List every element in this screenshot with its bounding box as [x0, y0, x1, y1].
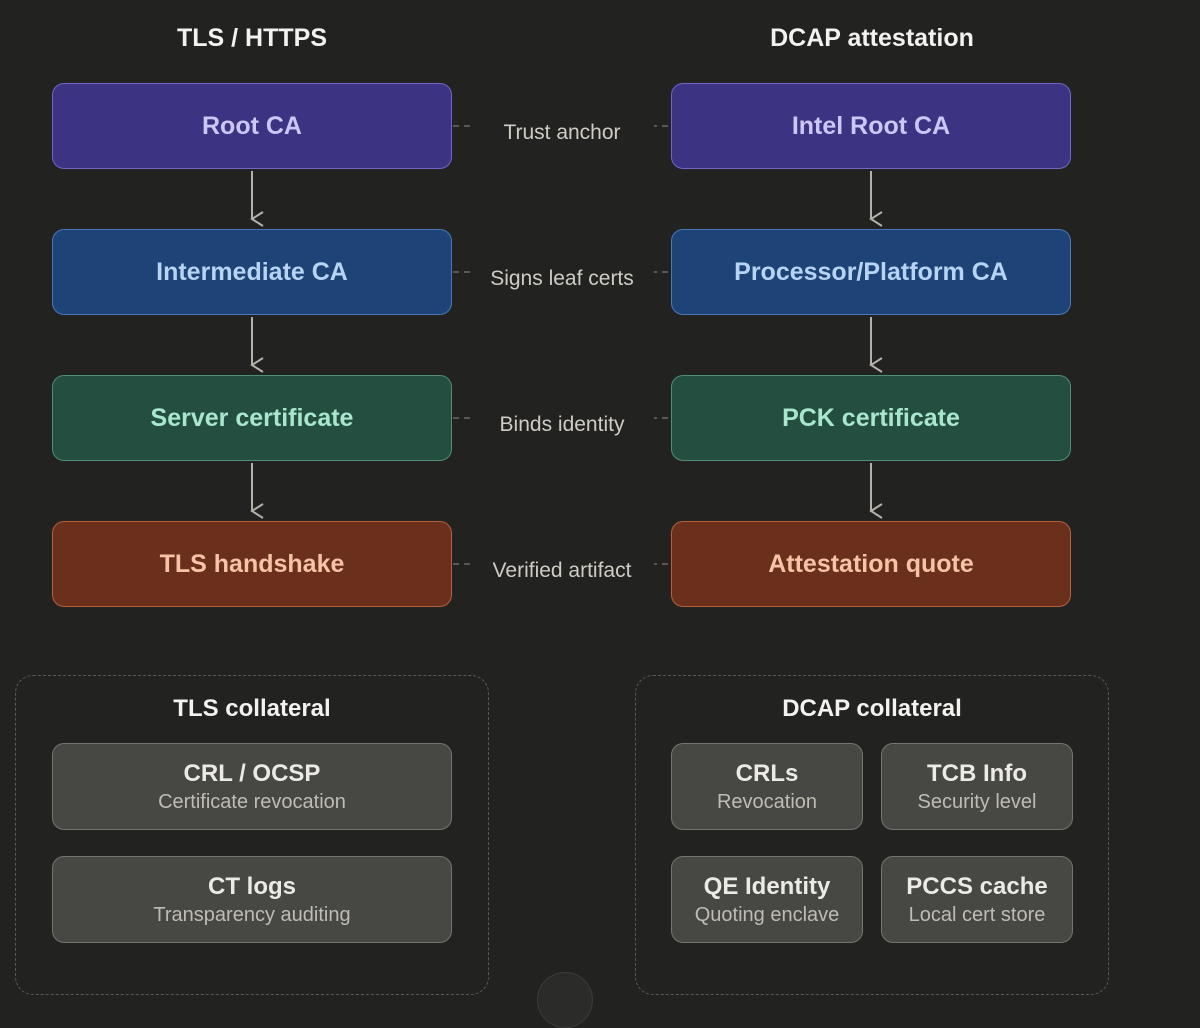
dcap-collateral-title: DCAP collateral [782, 695, 962, 722]
tls-intermediate-ca-node: Intermediate CA [52, 229, 452, 315]
dcap-collateral-crls: CRLs Revocation [671, 743, 863, 830]
dcap-collateral-tcb-info: TCB Info Security level [881, 743, 1073, 830]
dcap-collateral-pccs-cache: PCCS cache Local cert store [881, 856, 1073, 943]
collateral-item-subtitle: Local cert store [908, 903, 1046, 926]
tls-collateral-ct-logs: CT logs Transparency auditing [52, 856, 452, 943]
collateral-item-subtitle: Security level [917, 790, 1037, 813]
dcap-column-title: DCAP attestation [770, 24, 974, 52]
tls-root-ca-node: Root CA [52, 83, 452, 169]
collateral-item-subtitle: Certificate revocation [158, 790, 346, 813]
collateral-item-title: TCB Info [927, 759, 1027, 787]
tls-collateral-title: TLS collateral [173, 695, 331, 722]
collateral-item-title: QE Identity [703, 872, 831, 900]
dcap-platform-ca-node: Processor/Platform CA [671, 229, 1071, 315]
collateral-item-title: PCCS cache [906, 872, 1048, 900]
collateral-item-title: CRL / OCSP [183, 759, 321, 787]
collateral-item-subtitle: Revocation [716, 790, 818, 813]
dcap-attestation-quote-node: Attestation quote [671, 521, 1071, 607]
tls-handshake-node: TLS handshake [52, 521, 452, 607]
dcap-intel-root-ca-node: Intel Root CA [671, 83, 1071, 169]
link-label-verified-artifact: Verified artifact [470, 557, 654, 585]
dcap-collateral-qe-identity: QE Identity Quoting enclave [671, 856, 863, 943]
tls-server-certificate-node: Server certificate [52, 375, 452, 461]
tls-collateral-crl-ocsp: CRL / OCSP Certificate revocation [52, 743, 452, 830]
collateral-item-subtitle: Transparency auditing [153, 903, 351, 926]
collateral-item-title: CRLs [735, 759, 799, 787]
collateral-item-subtitle: Quoting enclave [694, 903, 840, 926]
tls-column-title: TLS / HTTPS [177, 24, 327, 52]
link-label-binds-identity: Binds identity [470, 411, 654, 439]
scroll-handle[interactable] [537, 972, 593, 1028]
link-label-signs-leaf-certs: Signs leaf certs [470, 265, 654, 293]
dcap-pck-certificate-node: PCK certificate [671, 375, 1071, 461]
collateral-item-title: CT logs [208, 872, 296, 900]
link-label-trust-anchor: Trust anchor [470, 119, 654, 147]
